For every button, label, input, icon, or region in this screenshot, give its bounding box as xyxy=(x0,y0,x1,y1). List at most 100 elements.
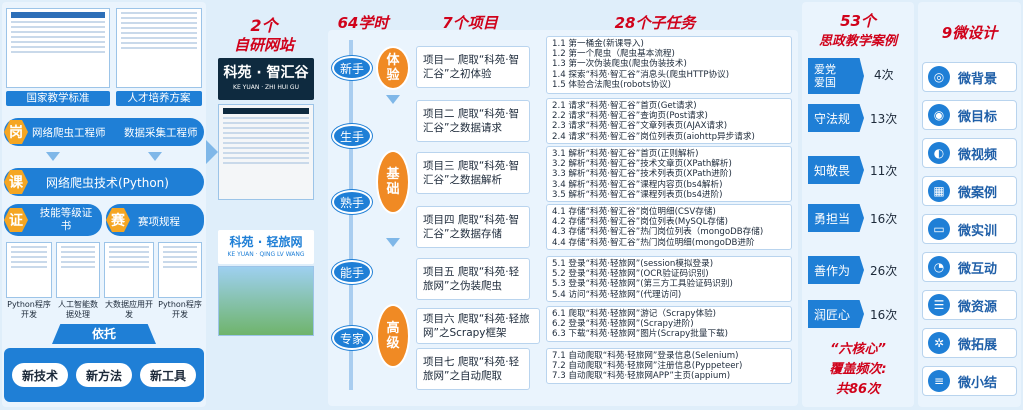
case-craftsman: 润匠心 xyxy=(808,300,864,328)
target-icon: ◉ xyxy=(928,104,950,126)
gang-item-crawler-engineer: 网络爬虫工程师 xyxy=(32,127,106,139)
project-7: 项目七 爬取“科苑·轻旅网”之自动爬取 xyxy=(416,348,530,390)
yituo-banner: 依托 xyxy=(52,324,156,344)
task: 4.1 存储“科苑·智汇谷”岗位明细(CSV存储) xyxy=(552,207,716,217)
micro-resource: ☰ 微资源 xyxy=(922,290,1017,320)
down-arrow xyxy=(386,95,400,104)
down-arrow xyxy=(148,152,162,161)
case-count: 16次 xyxy=(870,308,898,322)
micro-label: 微背景 xyxy=(958,71,998,87)
down-arrow xyxy=(386,238,400,247)
stage-skilled: 熟手 xyxy=(332,190,372,214)
task: 6.3 下载“科苑·轻旅网”图片(Scrapy批量下载) xyxy=(552,329,728,340)
database-icon: ☰ xyxy=(928,294,950,316)
task: 4.4 存储“科苑·智汇谷”热门岗位明细(mongoDB进阶 xyxy=(552,237,755,248)
micro-background: ◎微背景 xyxy=(922,62,1017,92)
teaching-standard-thumb xyxy=(6,8,110,88)
case-count: 26次 xyxy=(870,264,898,278)
task: 6.1 爬取“科苑·轻旅网”游记（Scrapy体验) xyxy=(552,309,717,319)
task: 6.2 登录“科苑·轻旅网”(Scrapy进阶) xyxy=(552,319,694,330)
case-law: 守法规 xyxy=(808,104,864,132)
task: 2.4 请求“科苑·智汇谷”岗位列表页(aiohttp异步请求) xyxy=(552,131,755,142)
network-icon: ✲ xyxy=(928,332,950,354)
task: 5.4 访问“科苑·轻旅网”(代理访问) xyxy=(552,289,682,300)
tasks-7: 7.1 自动爬取“科苑·轻旅网”登录信息(Selenium) 7.2 自动爬取“… xyxy=(546,348,792,384)
site2-pinyin: KE YUAN · QING LV WANG xyxy=(227,251,305,258)
micro-header: 9微设计 xyxy=(941,24,998,42)
site1-logo xyxy=(218,58,314,100)
gang-row xyxy=(4,118,204,146)
monitor-icon: ▭ xyxy=(928,218,950,240)
micro-label: 微资源 xyxy=(958,299,998,315)
task: 5.1 登录“科苑·轻旅网”(session模拟登录) xyxy=(552,259,714,269)
project-1: 项目一 爬取“科苑·智汇谷”之初体验 xyxy=(416,46,530,88)
site1-screenshot xyxy=(218,104,314,200)
task: 2.3 请求“科苑·智汇谷”文章列表页(AJAX请求) xyxy=(552,121,728,132)
training-plan-thumb xyxy=(116,8,202,88)
task: 3.1 解析“科苑·智汇谷”首页(正则解析) xyxy=(552,149,699,159)
project-2: 项目二 爬取“科苑·智汇谷”之数据请求 xyxy=(416,100,530,142)
task: 1.5 体验合法爬虫(robots协议) xyxy=(552,79,672,90)
sites-header-num: 2个 xyxy=(250,16,278,35)
case-count: 4次 xyxy=(874,68,894,82)
big-arrow xyxy=(206,140,218,164)
micro-interaction: ◔微互动 xyxy=(922,252,1017,282)
doc-thumb xyxy=(104,242,154,298)
task: 3.3 解析“科苑·智汇谷”技术列表页(XPath进阶) xyxy=(552,169,732,180)
sites-header-text: 自研网站 xyxy=(233,36,294,54)
doc-caption: Python程序开发 xyxy=(7,300,51,319)
task: 1.2 第一个爬虫（爬虫基本流程) xyxy=(552,49,675,60)
stage-expert: 专家 xyxy=(332,326,372,350)
project-6: 项目六 爬取“科苑·轻旅网”之Scrapy框架 xyxy=(416,308,540,344)
doc-caption: 大数据应用开发 xyxy=(105,300,153,319)
micro-label: 微小结 xyxy=(958,375,998,391)
new-tool: 新工具 xyxy=(140,363,196,387)
site2-logo xyxy=(218,230,314,264)
down-arrow xyxy=(46,152,60,161)
micro-label: 微拓展 xyxy=(958,337,998,353)
site1-pinyin: KE YUAN · ZHI HUI GU xyxy=(233,84,299,91)
level-experience: 体验 xyxy=(376,46,410,90)
task: 5.3 登录“科苑·轻旅网”(第三方工具验证码识别) xyxy=(552,279,733,290)
left-panel: 国家教学标准 人才培养方案 岗 网络爬虫工程师 数据采集工程师 课 网络爬虫技术… xyxy=(2,2,206,407)
subtasks-header: 28个子任务 xyxy=(614,14,696,32)
level-advanced: 高级 xyxy=(376,304,410,368)
caption-teaching-standard: 国家教学标准 xyxy=(6,91,110,106)
hours-header: 64学时 xyxy=(337,14,389,32)
sai-tag: 赛 xyxy=(106,208,130,232)
micro-label: 微目标 xyxy=(958,109,998,125)
doc-thumb xyxy=(158,242,202,298)
task: 1.1 第一桶金(新课导入) xyxy=(552,39,644,49)
level-basic-label: 基础 xyxy=(386,167,400,197)
task: 1.4 探索“科苑·智汇谷”消息头(爬虫HTTP协议) xyxy=(552,69,730,80)
case-name: 爱党爱国 xyxy=(814,63,836,89)
caption-training-plan: 人才培养方案 xyxy=(116,91,202,106)
micro-practice: ▭微实训 xyxy=(922,214,1017,244)
case-responsibility: 勇担当 xyxy=(808,204,864,232)
eye-icon: ◐ xyxy=(928,142,950,164)
site1-name: 科苑 · 智汇谷 xyxy=(223,65,309,81)
task: 4.3 存储“科苑·智汇谷”热门岗位列表（mongoDB存储) xyxy=(552,227,764,238)
tasks-2: 2.1 请求“科苑·智汇谷”首页(Get请求) 2.2 请求“科苑·智汇谷”查询… xyxy=(546,98,792,144)
task: 3.5 解析“科苑·智汇谷”课程列表页(bs4进阶) xyxy=(552,189,723,200)
task: 3.4 解析“科苑·智汇谷”课程内容页(bs4解析) xyxy=(552,179,723,190)
task: 4.2 存储“科苑·智汇谷”岗位列表(MySQL存储) xyxy=(552,217,728,228)
ke-course: 网络爬虫技术(Python) xyxy=(46,176,169,190)
doc-thumb xyxy=(56,242,100,298)
tasks-1: 1.1 第一桶金(新课导入) 1.2 第一个爬虫（爬虫基本流程) 1.3 第一次… xyxy=(546,36,792,94)
micro-goal: ◉ 微目标 xyxy=(922,100,1017,130)
stage-beginner: 生手 xyxy=(332,124,372,148)
tasks-3: 3.1 解析“科苑·智汇谷”首页(正则解析) 3.2 解析“科苑·智汇谷”技术文… xyxy=(546,146,792,202)
doc-caption: 人工智能数据处理 xyxy=(58,300,98,319)
micro-label: 微案例 xyxy=(958,185,998,201)
micro-label: 微互动 xyxy=(958,261,998,277)
site2-name: 科苑 · 轻旅网 xyxy=(229,235,303,249)
tasks-4: 4.1 存储“科苑·智汇谷”岗位明细(CSV存储) 4.2 存储“科苑·智汇谷”… xyxy=(546,204,792,250)
doc-thumb xyxy=(6,242,52,298)
progress-spine xyxy=(349,40,353,390)
ke-tag: 课 xyxy=(4,170,28,194)
micro-video: ◐微视频 xyxy=(922,138,1017,168)
cases-footer-1: “六核心” xyxy=(830,342,886,357)
case-count: 16次 xyxy=(870,212,898,226)
ke-row xyxy=(4,168,204,196)
